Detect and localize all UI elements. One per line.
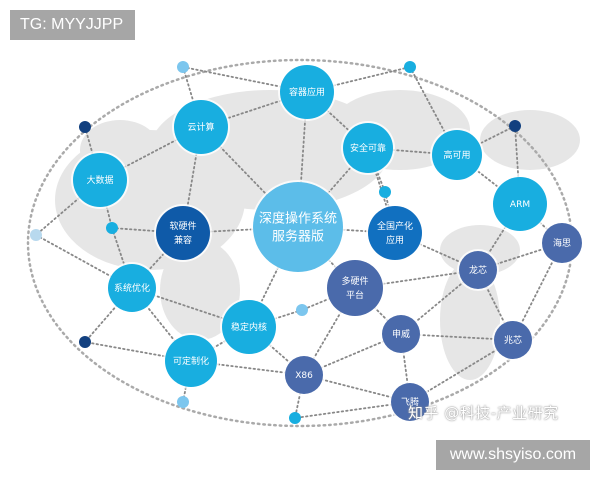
- node-label: 多硬件: [341, 275, 368, 287]
- junction-dot: [79, 121, 91, 133]
- node-phytium: 飞腾: [389, 381, 431, 423]
- node-label: X86: [295, 371, 313, 381]
- node-zhaoxin: 兆芯: [492, 319, 534, 361]
- node-sunway: 申威: [380, 313, 422, 355]
- node-secure: 安全可靠: [341, 121, 395, 175]
- node-label: ARM: [510, 200, 530, 210]
- node-label: 高可用: [443, 149, 470, 161]
- node-label: 兼容: [174, 234, 192, 246]
- node-loongson: 龙芯: [457, 249, 499, 291]
- node-label: 云计算: [187, 121, 214, 133]
- zhihu-watermark: 知乎 @科技-产业研究: [408, 404, 559, 422]
- node-ha: 高可用: [430, 128, 484, 182]
- node-label: 海思: [553, 237, 571, 249]
- node-label: 系统优化: [114, 282, 150, 294]
- node-label: 平台: [346, 289, 364, 301]
- connection-line: [84, 287, 133, 343]
- connection-line: [400, 269, 479, 335]
- node-label: 申威: [392, 328, 410, 340]
- node-custom: 可定制化: [163, 333, 219, 389]
- node-hisilicon: 海思: [540, 221, 584, 265]
- node-label: 应用: [386, 234, 404, 246]
- tg-badge: TG: MYYJJPP: [10, 10, 135, 40]
- junction-dot: [106, 222, 118, 234]
- site-url-badge: www.shsyiso.com: [436, 440, 590, 470]
- junction-dot: [404, 61, 416, 73]
- node-label: 安全可靠: [350, 142, 386, 154]
- node-label: 稳定内核: [231, 321, 267, 333]
- junction-dot: [177, 61, 189, 73]
- junction-dot: [289, 412, 301, 424]
- junction-dot: [30, 229, 42, 241]
- junction-dot: [177, 396, 189, 408]
- node-label: 飞腾: [401, 396, 419, 408]
- node-label: 容器应用: [289, 86, 325, 98]
- node-label: 兆芯: [504, 334, 522, 346]
- connection-line: [182, 66, 202, 128]
- junction-dot: [509, 120, 521, 132]
- node-label: 服务器版: [272, 229, 324, 245]
- node-cloud: 云计算: [172, 98, 230, 156]
- connection-line: [303, 287, 356, 376]
- node-label: 大数据: [86, 174, 113, 186]
- junction-dot: [79, 336, 91, 348]
- node-bigdata: 大数据: [71, 151, 129, 209]
- node-label: 可定制化: [173, 355, 209, 367]
- junction-dot: [379, 186, 391, 198]
- node-kernel: 稳定内核: [220, 298, 278, 356]
- junction-dot: [296, 304, 308, 316]
- connection-line: [294, 374, 305, 419]
- node-label: 龙芯: [469, 264, 487, 276]
- connection-line: [111, 227, 133, 289]
- node-label: 深度操作系统: [259, 211, 337, 227]
- node-container: 容器应用: [278, 63, 336, 121]
- node-x86: X86: [283, 354, 325, 396]
- node-label: 全国产化: [377, 220, 413, 232]
- node-optimize: 系统优化: [106, 262, 158, 314]
- node-arm: ARM: [491, 175, 549, 233]
- node-label: 软硬件: [169, 220, 196, 232]
